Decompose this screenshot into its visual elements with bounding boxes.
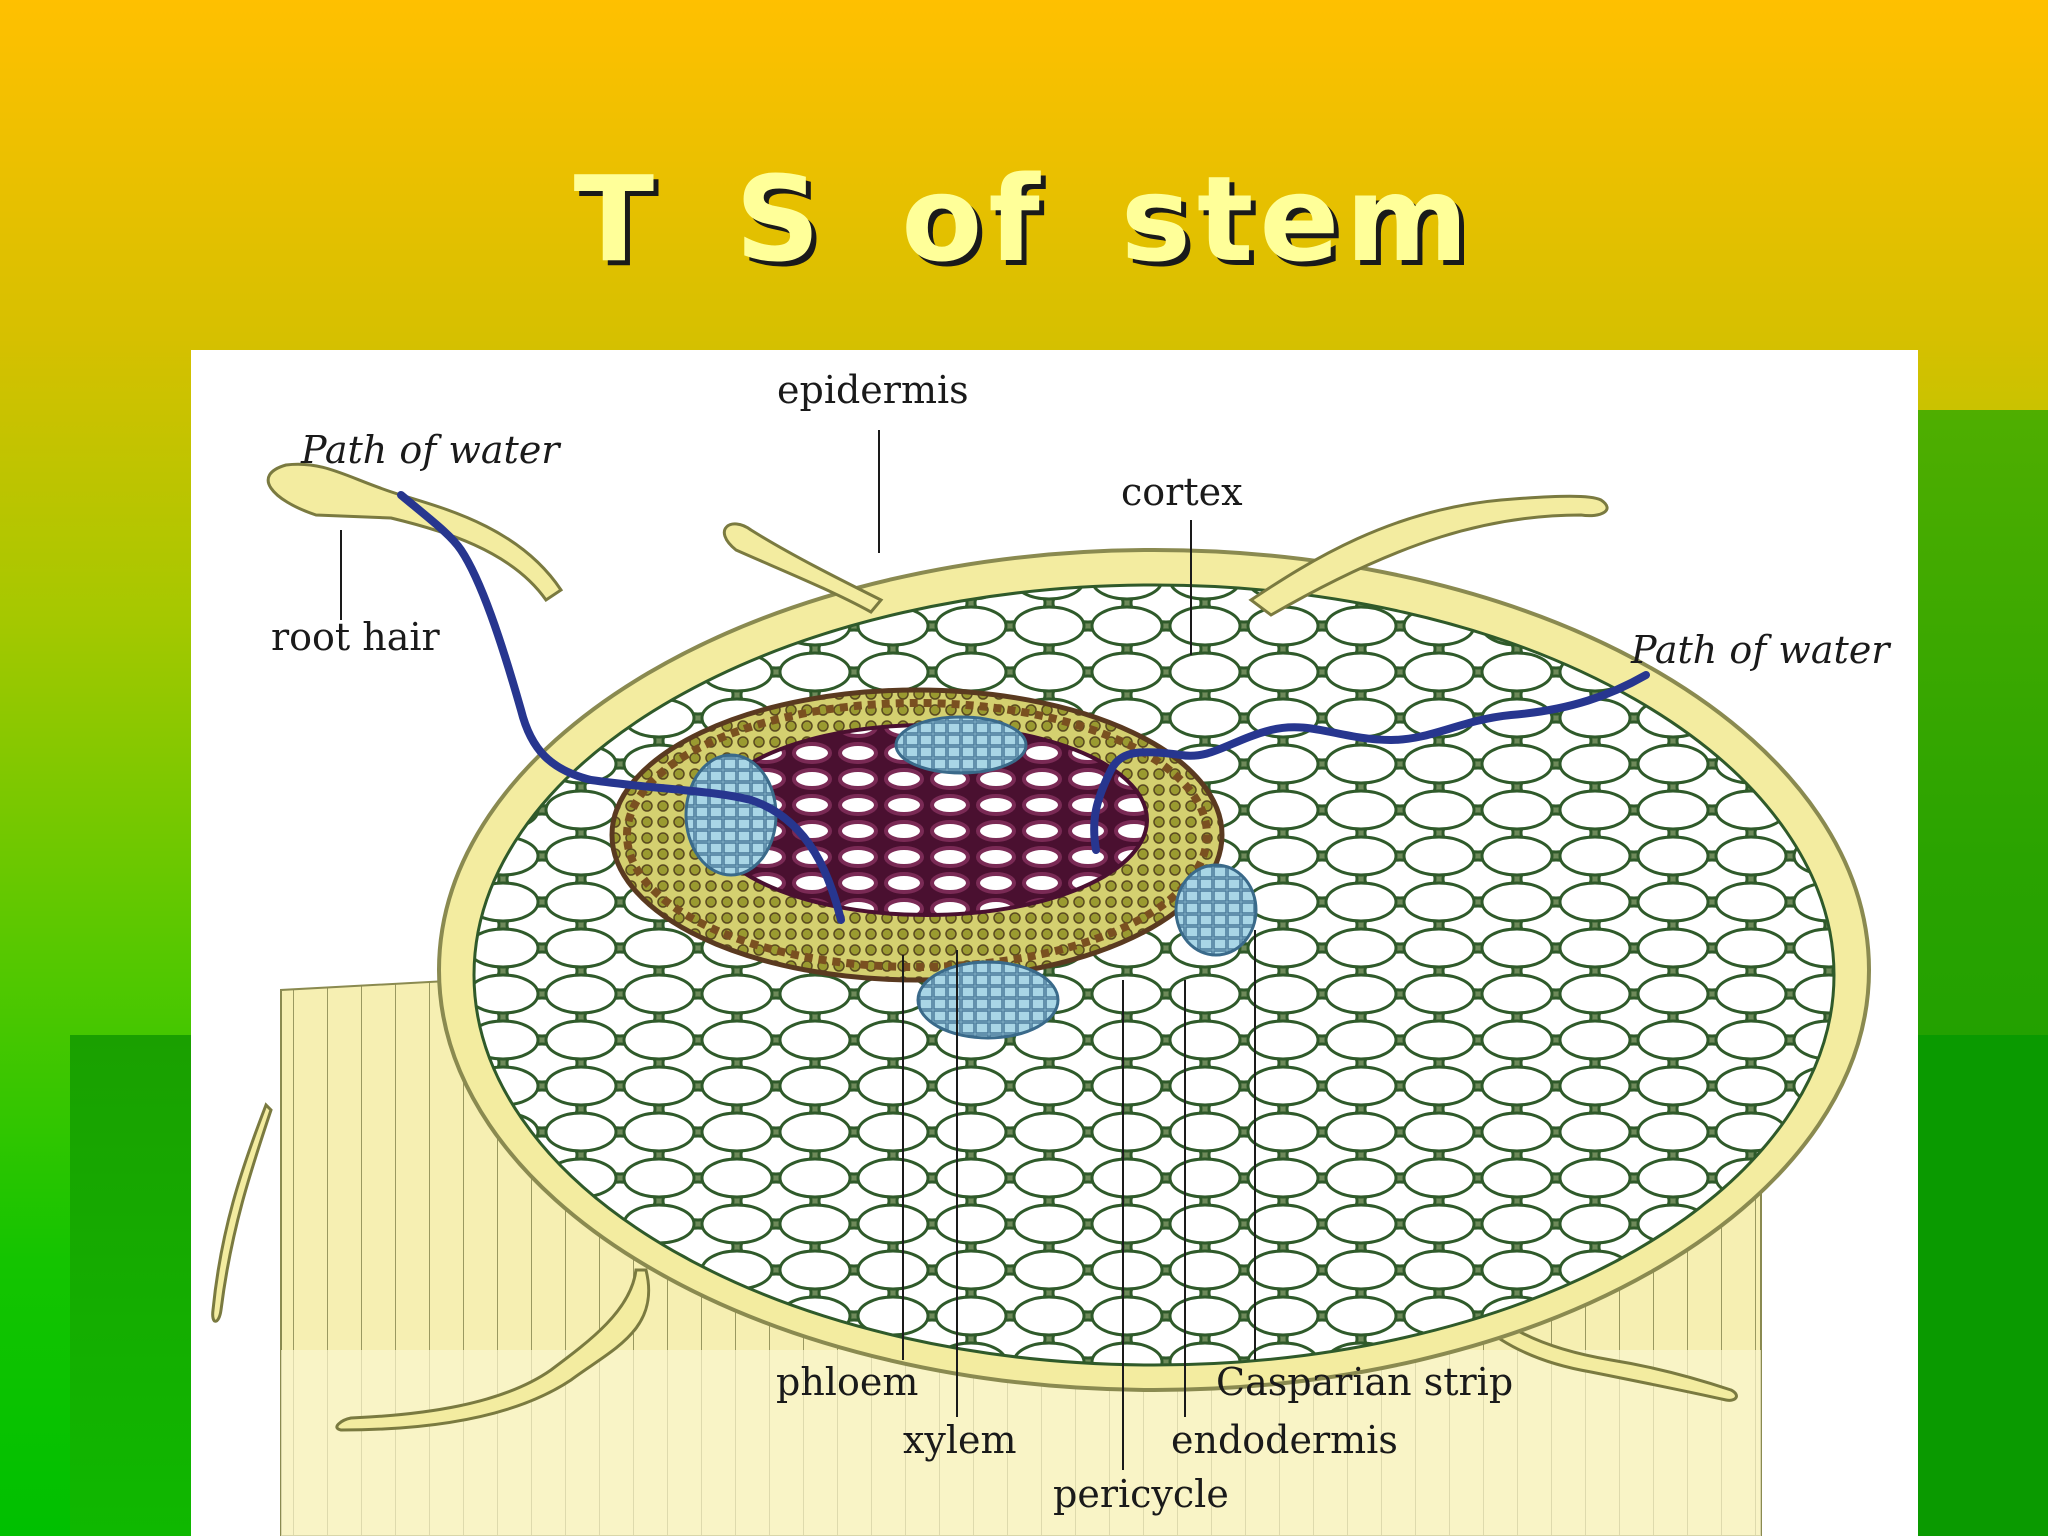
label-root-hair: root hair: [271, 615, 440, 659]
slide-title: T S of stem: [573, 150, 1475, 288]
label-cortex: cortex: [1121, 470, 1243, 514]
label-endodermis: endodermis: [1171, 1418, 1398, 1462]
stem-diagram-svg: [211, 430, 1871, 1536]
endodermis-ring: [623, 699, 1211, 971]
phloem-patch-bottom: [916, 960, 1060, 1040]
phloem-patch-top: [894, 715, 1028, 775]
label-xylem: xylem: [903, 1418, 1017, 1462]
label-pericycle: pericycle: [1053, 1472, 1229, 1516]
stem-cross-section-figure: epidermis Path of water root hair cortex…: [191, 350, 1918, 1536]
background-band-right-lower: [1915, 1035, 2048, 1536]
root-hair-left-edge: [211, 1102, 273, 1323]
label-path-of-water-right: Path of water: [1631, 628, 1890, 672]
label-epidermis: epidermis: [777, 368, 969, 412]
label-path-of-water-left: Path of water: [301, 428, 560, 472]
label-casparian-strip: Casparian strip: [1216, 1360, 1514, 1404]
background-band-left: [70, 1035, 193, 1536]
label-phloem: phloem: [776, 1360, 919, 1404]
root-hair-lower-left: [335, 1268, 651, 1432]
cortex-region: [472, 583, 1836, 1367]
root-hair-top-mid: [722, 522, 884, 614]
phloem-patch-left: [684, 753, 778, 877]
phloem-patch-right: [1174, 863, 1258, 957]
root-hair-top-right: [1248, 494, 1609, 617]
water-path-right: [1090, 671, 1650, 854]
water-path-left: [397, 491, 845, 924]
root-hair-top-left: [266, 462, 564, 603]
